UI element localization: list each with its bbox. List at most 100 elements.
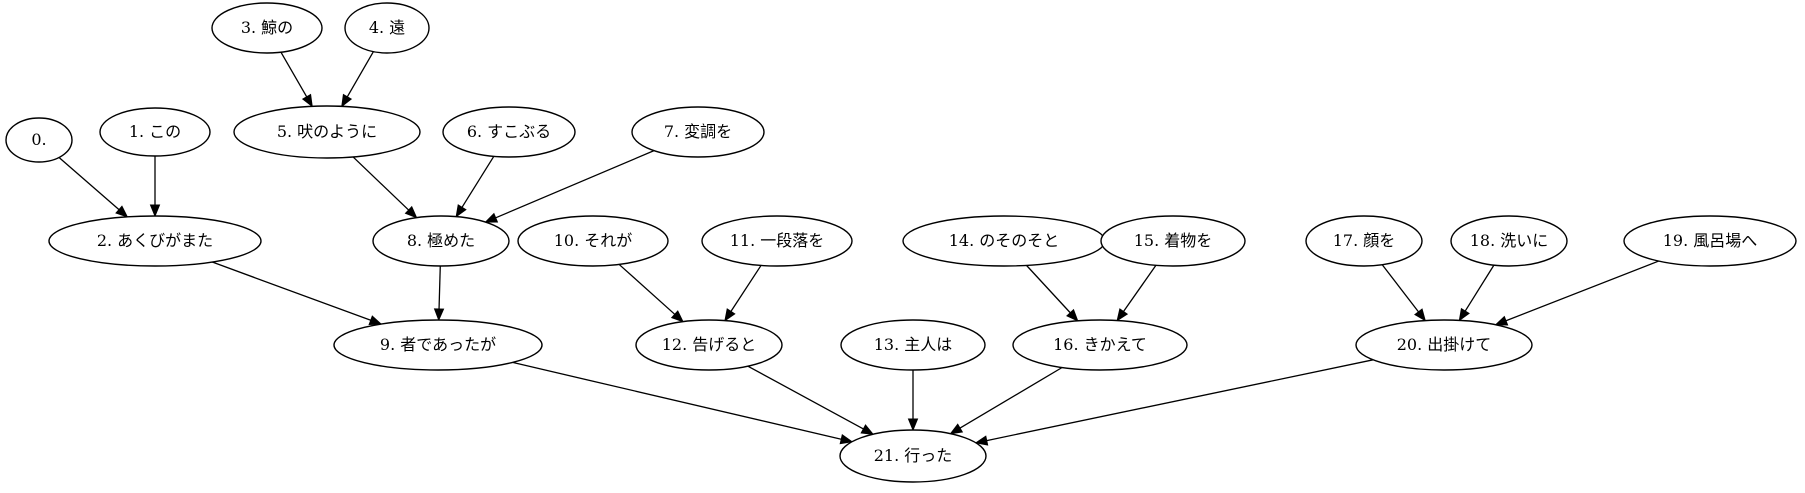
arrowhead-icon (860, 424, 875, 435)
node-label: 8. 極めた (407, 231, 475, 250)
edge-8-to-9 (433, 265, 445, 322)
edge-9-to-21 (512, 361, 854, 445)
arrowhead-icon (433, 308, 445, 322)
node-ellipse (1450, 215, 1568, 267)
edge-17-to-20 (1381, 264, 1427, 322)
edge-12-to-21 (747, 365, 875, 435)
edge-2-to-9 (212, 261, 383, 326)
node-label: 17. 顔を (1333, 231, 1396, 250)
edge-line (461, 155, 495, 208)
node-2: 2. あくびがまた (48, 215, 262, 267)
node-ellipse (99, 107, 211, 157)
node-ellipse (840, 319, 986, 371)
edge-line (959, 366, 1063, 429)
edge-line (58, 156, 120, 211)
node-label: 12. 告げると (662, 335, 757, 354)
node-ellipse (1355, 319, 1533, 371)
arrowhead-icon (1116, 308, 1129, 322)
node-4: 4. 遠 (344, 2, 430, 54)
arrowhead-icon (1458, 307, 1470, 322)
edge-10-to-12 (618, 263, 684, 323)
edge-line (986, 359, 1374, 442)
edge-line (212, 261, 371, 321)
node-15: 15. 着物を (1100, 215, 1246, 267)
node-label: 16. きかえて (1053, 335, 1147, 354)
node-ellipse (5, 117, 73, 163)
node-ellipse (1623, 215, 1797, 267)
node-label: 20. 出掛けて (1397, 335, 1492, 354)
edge-4-to-5 (341, 51, 374, 108)
arrowhead-icon (1066, 308, 1079, 322)
node-ellipse (1012, 319, 1188, 371)
node-ellipse (1100, 215, 1246, 267)
node-label: 3. 鯨の (241, 18, 293, 37)
edge-13-to-21 (907, 370, 919, 432)
edge-line (352, 156, 410, 211)
node-20: 20. 出掛けて (1355, 319, 1533, 371)
node-14: 14. のそのそと (902, 215, 1106, 267)
node-label: 21. 行った (874, 446, 953, 465)
node-label: 18. 洗いに (1470, 231, 1549, 250)
node-12: 12. 告げると (635, 319, 783, 371)
edge-16-to-21 (949, 366, 1063, 435)
edge-7-to-8 (484, 150, 655, 223)
edge-line (512, 361, 842, 440)
edge-line (438, 265, 441, 310)
arrowhead-icon (724, 308, 736, 322)
node-label: 19. 風呂場へ (1663, 231, 1758, 250)
arrowhead-icon (149, 204, 161, 218)
node-label: 6. すこぶる (467, 122, 551, 141)
arrowhead-icon (368, 315, 383, 326)
node-ellipse (1305, 215, 1423, 267)
node-label: 14. のそのそと (949, 231, 1060, 250)
node-ellipse (631, 106, 765, 158)
edge-3-to-5 (280, 51, 313, 108)
node-1: 1. この (99, 107, 211, 157)
node-3: 3. 鯨の (211, 2, 323, 54)
node-18: 18. 洗いに (1450, 215, 1568, 267)
node-label: 10. それが (554, 231, 633, 250)
node-label: 7. 変調を (664, 122, 732, 141)
edge-line (495, 150, 655, 219)
node-6: 6. すこぶる (442, 106, 576, 158)
arrowhead-icon (1414, 308, 1427, 322)
edge-line (280, 51, 308, 98)
edge-0-to-2 (58, 156, 129, 218)
node-label: 9. 者であったが (380, 335, 496, 354)
edge-line (1026, 264, 1071, 314)
arrowhead-icon (949, 423, 964, 435)
node-ellipse (233, 105, 421, 159)
node-7: 7. 変調を (631, 106, 765, 158)
node-ellipse (635, 319, 783, 371)
node-ellipse (442, 106, 576, 158)
edge-18-to-20 (1458, 264, 1495, 322)
edge-line (1122, 264, 1157, 312)
node-ellipse (517, 215, 669, 267)
node-ellipse (344, 2, 430, 54)
node-19: 19. 風呂場へ (1623, 215, 1797, 267)
node-ellipse (839, 429, 987, 483)
node-label: 2. あくびがまた (97, 231, 213, 250)
node-11: 11. 一段落を (701, 215, 853, 267)
node-label: 4. 遠 (369, 18, 405, 37)
arrowhead-icon (974, 435, 989, 446)
node-label: 13. 主人は (874, 335, 953, 354)
edge-15-to-16 (1116, 264, 1157, 322)
node-9: 9. 者であったが (333, 319, 543, 371)
edge-line (747, 365, 864, 430)
edge-line (346, 51, 374, 98)
node-label: 1. この (129, 122, 181, 141)
edge-14-to-16 (1026, 264, 1079, 322)
node-8: 8. 極めた (372, 215, 510, 267)
node-ellipse (333, 319, 543, 371)
edge-5-to-8 (352, 156, 418, 219)
node-21: 21. 行った (839, 429, 987, 483)
node-ellipse (211, 2, 323, 54)
node-17: 17. 顔を (1305, 215, 1423, 267)
edge-line (730, 265, 762, 312)
node-ellipse (48, 215, 262, 267)
edge-20-to-21 (974, 359, 1374, 446)
node-0: 0. (5, 117, 73, 163)
